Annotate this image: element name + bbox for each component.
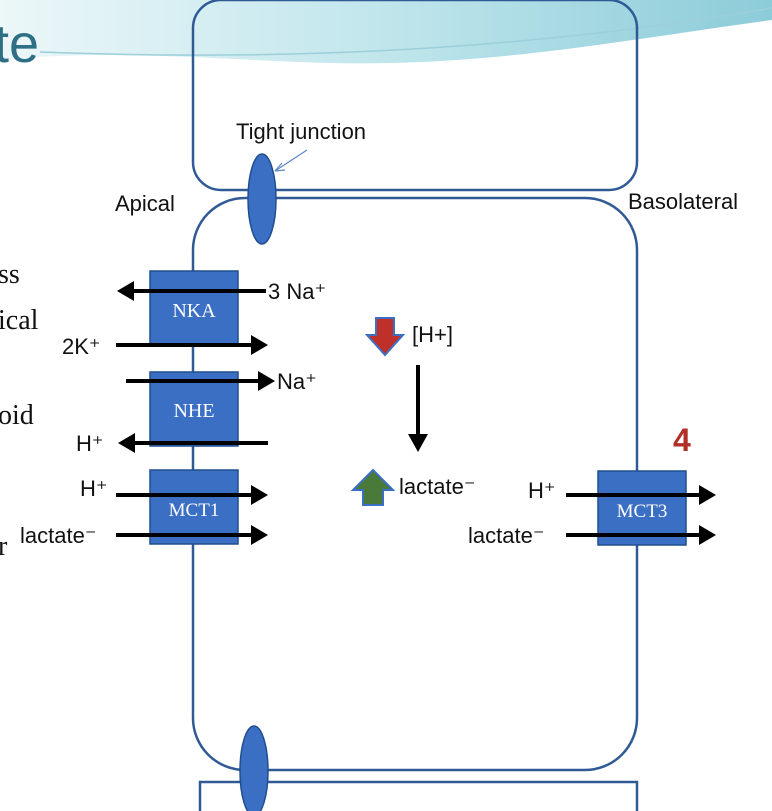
lower-cell <box>198 780 639 811</box>
na-influx-arrowhead <box>258 371 275 391</box>
h-decrease-icon <box>364 317 406 357</box>
h-mct1-label: H⁺ <box>80 476 108 501</box>
mct3-transporter <box>597 470 687 546</box>
tight-junction-label: Tight junction <box>236 119 366 144</box>
tight-junction-top <box>247 153 277 245</box>
k-influx-arrowhead <box>251 335 268 355</box>
nhe-transporter <box>149 371 239 447</box>
step-number: 4 <box>673 422 691 458</box>
na-3-label: 3 Na⁺ <box>268 279 326 304</box>
nka-transporter <box>149 270 239 345</box>
h-mct1-arrowhead <box>251 485 268 505</box>
tight-junction-pointer <box>274 149 308 172</box>
h-efflux-arrowhead <box>118 433 135 453</box>
lactate-mct1-arrowhead <box>251 525 268 545</box>
slide-text-fragment-3: oid <box>0 400 34 431</box>
tight-junction-bottom <box>239 725 269 811</box>
slide-text-fragment-1: ss <box>0 259 20 290</box>
apical-label: Apical <box>115 191 175 216</box>
h-concentration-label: [H+] <box>412 322 453 347</box>
slide-text-fragment-2: ical <box>0 305 39 336</box>
mct1-label: MCT1 <box>169 500 220 521</box>
h-mct3-label: H⁺ <box>528 478 556 503</box>
na-label: Na⁺ <box>277 369 317 394</box>
header-swoosh-line <box>39 7 772 56</box>
lactate-increase-icon <box>350 468 396 506</box>
basolateral-label: Basolateral <box>628 189 738 214</box>
nka-label: NKA <box>172 300 216 322</box>
mct1-transporter <box>149 469 239 545</box>
h-nhe-label: H⁺ <box>76 431 104 456</box>
lactate-mct3-arrowhead <box>699 525 716 545</box>
h-mct3-arrowhead <box>699 485 716 505</box>
mct3-label: MCT3 <box>617 501 668 522</box>
na-efflux-arrowhead <box>117 281 134 301</box>
cytosol-lactate-label: lactate⁻ <box>399 474 475 499</box>
upper-cell <box>191 0 639 192</box>
k-2-label: 2K⁺ <box>62 334 101 359</box>
tight-junction-pointer-head <box>274 162 286 172</box>
slide-text-fragment-4: r <box>0 531 8 562</box>
nhe-label: NHE <box>173 400 214 422</box>
slide-title-fragment: te <box>0 14 39 74</box>
lactate-mct3-label: lactate⁻ <box>468 523 544 548</box>
lactate-mct1-label: lactate⁻ <box>20 523 96 548</box>
h-to-lactate-arrowhead <box>408 434 428 452</box>
